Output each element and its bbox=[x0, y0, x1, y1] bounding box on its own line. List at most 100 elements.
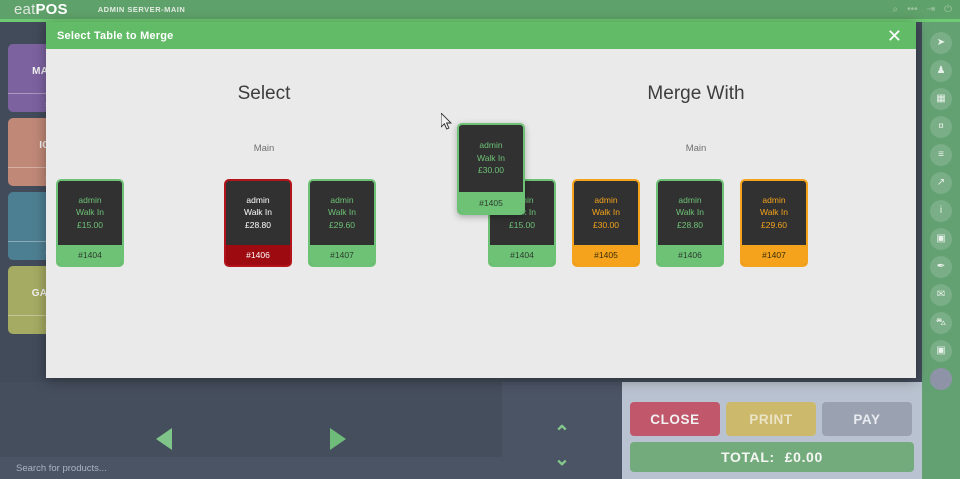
send-icon[interactable]: ➤ bbox=[930, 32, 952, 54]
table-card-amount: £15.00 bbox=[509, 219, 535, 230]
app-logo: eatPOS bbox=[14, 2, 68, 17]
table-card-body: admin Walk In £29.60 bbox=[310, 181, 374, 245]
table-card-slot: admin Walk In £28.80 #1406 bbox=[648, 179, 732, 267]
table-card-id: #1407 bbox=[310, 245, 374, 265]
table-card-empty-slot bbox=[132, 179, 216, 267]
table-card-id: #1404 bbox=[58, 245, 122, 265]
table-card-amount: £28.80 bbox=[677, 219, 703, 230]
table-card-type: Walk In bbox=[591, 207, 621, 218]
close-button[interactable]: CLOSE bbox=[630, 402, 720, 436]
table-card-amount: £29.60 bbox=[329, 219, 355, 230]
table-card-type: Walk In bbox=[759, 207, 789, 218]
dragged-card-user: admin bbox=[479, 140, 503, 151]
table-card-user: admin bbox=[762, 194, 786, 205]
expand-icon[interactable]: ↗ bbox=[930, 172, 952, 194]
table-card-1407-select[interactable]: admin Walk In £29.60 #1407 bbox=[308, 179, 376, 267]
table-card-user: admin bbox=[78, 194, 102, 205]
scroll-up-icon[interactable]: ⌃ bbox=[554, 423, 570, 444]
table-card-user: admin bbox=[246, 194, 270, 205]
total-label: TOTAL: bbox=[721, 449, 775, 465]
table-card-id: #1405 bbox=[574, 245, 638, 265]
avatar-icon[interactable] bbox=[930, 368, 952, 390]
right-tool-rail: ➤ ♟ ▦ ¤ ≡ ↗ i ▣ ✒ ✉ ⛍ ▣ bbox=[922, 22, 960, 479]
table-card-user: admin bbox=[330, 194, 354, 205]
search-icon[interactable]: ⌕ bbox=[892, 3, 899, 15]
header-accent-bar bbox=[0, 19, 960, 22]
pen-icon[interactable]: ✒ bbox=[930, 256, 952, 278]
table-card-amount: £15.00 bbox=[77, 219, 103, 230]
order-total-bar: TOTAL: £0.00 bbox=[630, 442, 914, 472]
modal-body: Select Main Merge With Main admin Walk I… bbox=[46, 49, 916, 378]
table-card-1404-select[interactable]: admin Walk In £15.00 #1404 bbox=[56, 179, 124, 267]
modal-title: Select Table to Merge bbox=[57, 29, 174, 42]
table-card-id: #1406 bbox=[658, 245, 722, 265]
merge-with-column-subheading: Main bbox=[685, 143, 707, 154]
user-icon[interactable]: ♟ bbox=[930, 60, 952, 82]
table-card-slot: admin Walk In £29.60 #1407 bbox=[300, 179, 384, 267]
select-table-list: admin Walk In £15.00 #1404 admin Walk In… bbox=[48, 179, 384, 267]
table-card-type: Walk In bbox=[327, 207, 357, 218]
table-card-id: #1406 bbox=[226, 245, 290, 265]
cash-icon[interactable]: ¤ bbox=[930, 116, 952, 138]
table-card-slot: admin Walk In £28.80 #1406 bbox=[216, 179, 300, 267]
table-card-slot: admin Walk In £29.60 #1407 bbox=[732, 179, 816, 267]
table-card-1405-merge[interactable]: admin Walk In £30.00 #1405 bbox=[572, 179, 640, 267]
logo-pos: POS bbox=[35, 1, 68, 18]
action-button-row: CLOSE PRINT PAY bbox=[630, 402, 912, 436]
modal-header: Select Table to Merge ✕ bbox=[46, 22, 916, 49]
table-card-body: admin Walk In £30.00 bbox=[574, 181, 638, 245]
table-card-slot: admin Walk In £15.00 #1404 bbox=[48, 179, 132, 267]
table-card-1406-merge[interactable]: admin Walk In £28.80 #1406 bbox=[656, 179, 724, 267]
topbar-icon-group: ⌕ ••• ⇥ ⏻ bbox=[893, 0, 952, 19]
table-card-amount: £29.60 bbox=[761, 219, 787, 230]
table-card-body: admin Walk In £28.80 bbox=[226, 181, 290, 245]
logo-eat: eat bbox=[14, 1, 36, 18]
dragged-card-type: Walk In bbox=[476, 152, 506, 163]
order-scroll-panel: ⌃ ⌄ bbox=[502, 382, 622, 479]
top-header-bar: eatPOS ADMIN SERVER-MAIN ⌕ ••• ⇥ ⏻ bbox=[0, 0, 960, 19]
table-card-user: admin bbox=[678, 194, 702, 205]
merge-table-modal: Select Table to Merge ✕ Select Main Merg… bbox=[46, 22, 916, 378]
table-card-slot: admin Walk In £30.00 #1405 bbox=[564, 179, 648, 267]
dragged-card-amount: £30.00 bbox=[478, 165, 504, 176]
table-card-body: admin Walk In £15.00 bbox=[58, 181, 122, 245]
sliders-icon[interactable]: ≡ bbox=[930, 144, 952, 166]
pay-button[interactable]: PAY bbox=[822, 402, 912, 436]
next-page-arrow-icon[interactable] bbox=[330, 428, 346, 450]
close-icon[interactable]: ✕ bbox=[886, 25, 902, 46]
screen-icon[interactable]: ▣ bbox=[930, 228, 952, 250]
table-card-user: admin bbox=[594, 194, 618, 205]
table-card-1407-merge[interactable]: admin Walk In £29.60 #1407 bbox=[740, 179, 808, 267]
order-actions-panel: CLOSE PRINT PAY TOTAL: £0.00 bbox=[622, 382, 922, 479]
car-icon[interactable]: ⛍ bbox=[930, 312, 952, 334]
dragged-table-card-1405[interactable]: admin Walk In £30.00 #1405 bbox=[457, 123, 525, 215]
previous-page-arrow-icon[interactable] bbox=[156, 428, 172, 450]
select-column-heading: Select bbox=[237, 83, 291, 104]
power-icon[interactable]: ⏻ bbox=[944, 3, 952, 15]
table-card-body: admin Walk In £29.60 bbox=[742, 181, 806, 245]
merge-with-column-heading: Merge With bbox=[647, 83, 745, 104]
table-card-1406-select[interactable]: admin Walk In £28.80 #1406 bbox=[224, 179, 292, 267]
table-card-body: admin Walk In £28.80 bbox=[658, 181, 722, 245]
page-navigation-bar bbox=[0, 382, 502, 457]
table-card-id: #1404 bbox=[490, 245, 554, 265]
select-column-subheading: Main bbox=[253, 143, 275, 154]
merge-with-table-list: admin Walk In £15.00 #1404 admin Walk In… bbox=[480, 179, 816, 267]
server-label: ADMIN SERVER-MAIN bbox=[97, 5, 186, 14]
window-icon[interactable]: ▣ bbox=[930, 340, 952, 362]
info-icon[interactable]: i bbox=[930, 200, 952, 222]
grid-icon[interactable]: ▦ bbox=[930, 88, 952, 110]
product-search-bar[interactable]: Search for products... bbox=[0, 457, 502, 479]
table-card-id: #1407 bbox=[742, 245, 806, 265]
table-card-amount: £30.00 bbox=[593, 219, 619, 230]
logout-icon[interactable]: ⇥ bbox=[926, 3, 936, 15]
mail-icon[interactable]: ✉ bbox=[930, 284, 952, 306]
more-options-icon[interactable]: ••• bbox=[907, 3, 918, 15]
scroll-down-icon[interactable]: ⌄ bbox=[554, 449, 570, 470]
table-card-type: Walk In bbox=[75, 207, 105, 218]
print-button[interactable]: PRINT bbox=[726, 402, 816, 436]
total-value: £0.00 bbox=[784, 449, 823, 465]
dragged-card-id: #1405 bbox=[459, 192, 523, 213]
table-card-type: Walk In bbox=[675, 207, 705, 218]
